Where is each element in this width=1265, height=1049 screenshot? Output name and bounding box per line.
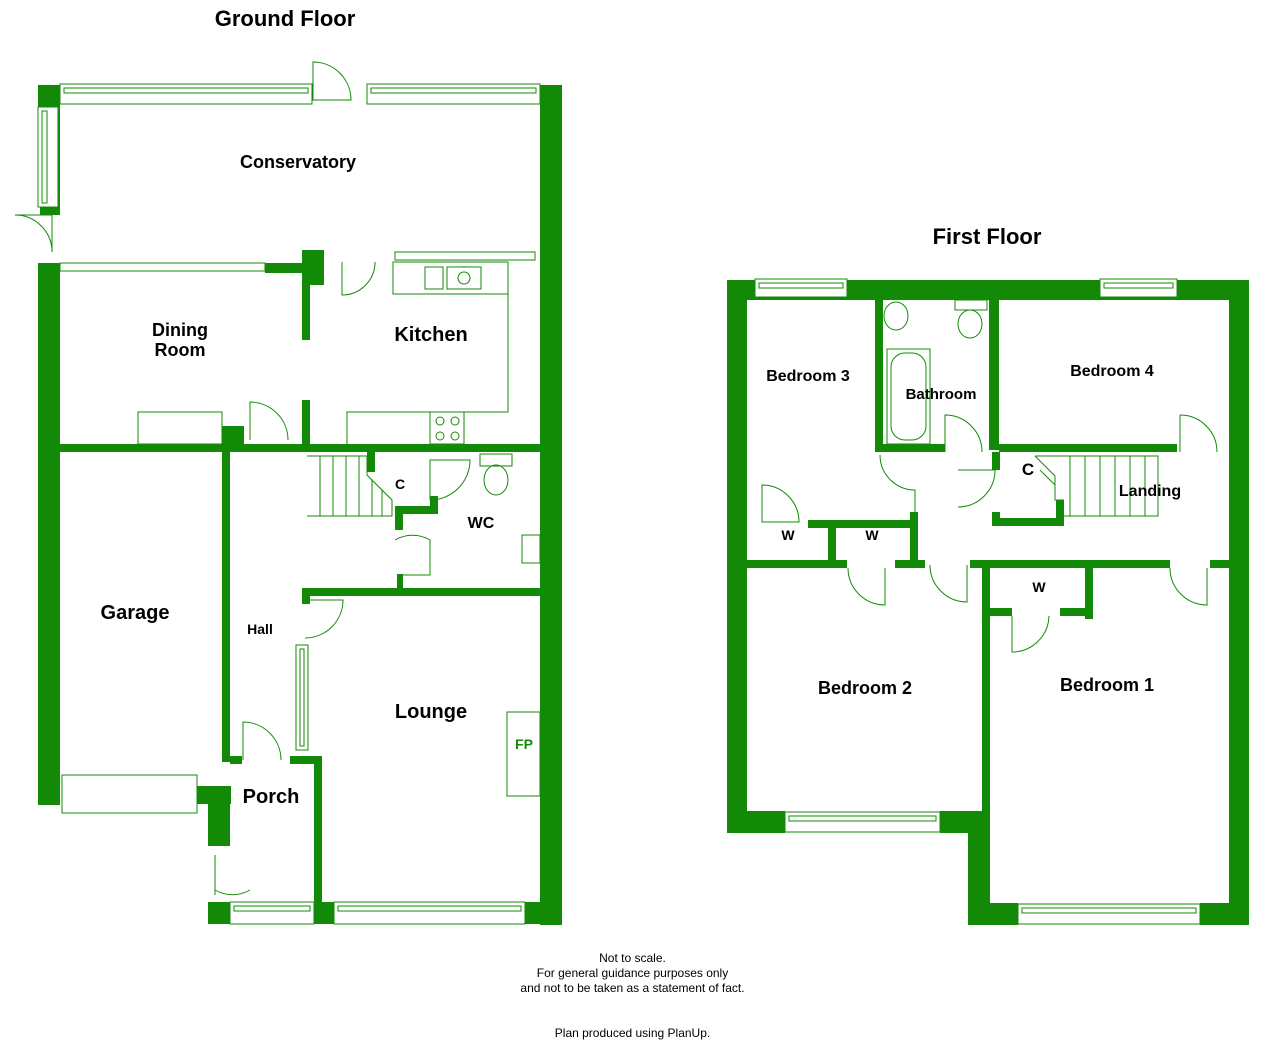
fireplace-label: FP — [515, 736, 533, 752]
room-label-wardrobe-c: W — [1032, 579, 1046, 595]
room-label-bedroom3: Bedroom 3 — [766, 368, 850, 385]
first-floor-fixtures — [883, 299, 1159, 517]
room-label-bedroom1: Bedroom 1 — [1060, 675, 1154, 695]
ground-floor-doors — [14, 61, 471, 896]
room-label-wardrobe-a: W — [781, 527, 795, 543]
first-floor-windows — [754, 278, 1201, 925]
room-label-kitchen: Kitchen — [394, 324, 467, 346]
ground-floor-walls — [38, 85, 562, 925]
room-label-dining-line2: Room — [155, 340, 206, 360]
room-label-garage: Garage — [101, 602, 170, 624]
disclaimer-line-1: Not to scale. — [599, 951, 666, 965]
room-label-first-cupboard: C — [1022, 460, 1034, 479]
room-label-conservatory: Conservatory — [240, 152, 356, 172]
room-label-porch: Porch — [243, 786, 300, 808]
room-label-cupboard: C — [395, 476, 405, 492]
first-floor-title: First Floor — [933, 224, 1042, 249]
room-label-hall: Hall — [247, 621, 273, 637]
ground-floor-fixtures — [61, 261, 541, 814]
disclaimer-line-3: and not to be taken as a statement of fa… — [520, 981, 745, 995]
first-floor-plan: First Floor Bedroom 3 Bathroom Bedroom 4… — [727, 224, 1249, 925]
room-label-bedroom4: Bedroom 4 — [1070, 363, 1154, 380]
room-label-landing: Landing — [1119, 483, 1181, 500]
plan-credit: Plan produced using PlanUp. — [554, 1026, 711, 1040]
room-label-dining-line1: Dining — [152, 320, 208, 340]
room-label-wardrobe-b: W — [865, 527, 879, 543]
ground-floor-windows — [37, 83, 541, 925]
room-label-bathroom: Bathroom — [906, 386, 977, 403]
room-label-lounge: Lounge — [395, 701, 467, 723]
first-floor-doors — [761, 414, 1218, 653]
ground-floor-title: Ground Floor — [215, 6, 356, 31]
disclaimer-line-2: For general guidance purposes only — [536, 966, 729, 980]
ground-floor-plan: Ground Floor Conservatory Dining Room Ki… — [14, 6, 562, 925]
room-label-wc: WC — [468, 515, 495, 532]
room-label-bedroom2: Bedroom 2 — [818, 678, 912, 698]
